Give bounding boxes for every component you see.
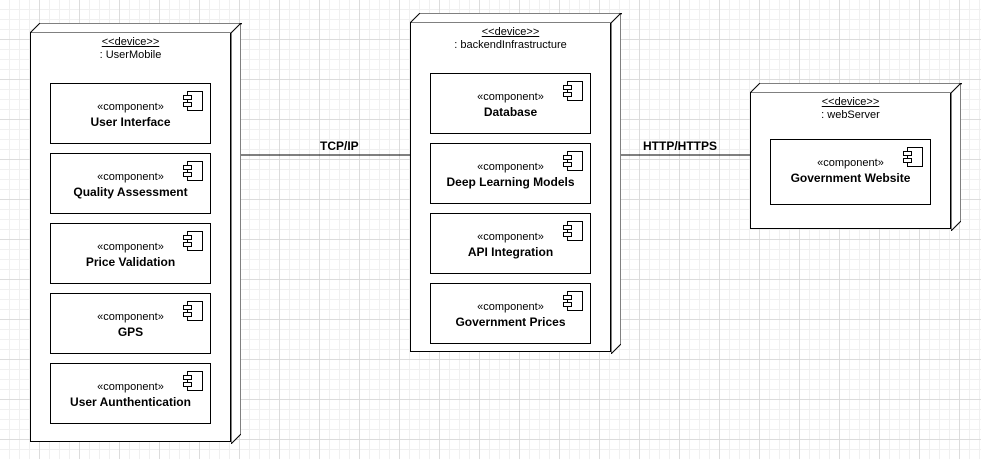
component-stereotype: «component»: [477, 91, 544, 103]
component-government-website[interactable]: «component» Government Website: [770, 139, 931, 205]
node-3d-side: [611, 13, 621, 354]
component-price-validation[interactable]: «component» Price Validation: [50, 223, 211, 284]
component-stereotype: «component»: [97, 171, 164, 183]
component-icon: [183, 161, 203, 181]
component-icon: [183, 231, 203, 251]
node-stereotype: <<device>>: [481, 26, 540, 38]
component-stereotype: «component»: [97, 101, 164, 113]
component-database[interactable]: «component» Database: [430, 73, 591, 134]
component-icon: [183, 301, 203, 321]
node-user-mobile[interactable]: <<device>> : UserMobile «component» User…: [30, 23, 242, 444]
node-3d-edge: [750, 83, 962, 93]
component-api-integration[interactable]: «component» API Integration: [430, 213, 591, 274]
node-header: <<device>> : backendInfrastructure: [411, 26, 610, 52]
http-https-label: HTTP/HTTPS: [643, 139, 717, 153]
node-backend-infrastructure[interactable]: <<device>> : backendInfrastructure «comp…: [410, 13, 622, 354]
component-stereotype: «component»: [97, 381, 164, 393]
component-name: Database: [483, 105, 538, 119]
component-quality-assessment[interactable]: «component» Quality Assessment: [50, 153, 211, 214]
component-icon: [183, 91, 203, 111]
node-stereotype: <<device>>: [101, 36, 160, 48]
component-name: Price Validation: [85, 255, 176, 269]
component-icon: [563, 81, 583, 101]
component-name: Government Prices: [455, 315, 566, 329]
component-name: Deep Learning Models: [446, 175, 575, 189]
node-header: <<device>> : webServer: [751, 96, 950, 122]
component-icon: [563, 221, 583, 241]
component-gps[interactable]: «component» GPS: [50, 293, 211, 354]
component-user-interface[interactable]: «component» User Interface: [50, 83, 211, 144]
tcp-ip-label: TCP/IP: [320, 139, 359, 153]
node-name: : backendInfrastructure: [454, 39, 567, 51]
node-name: : webServer: [821, 109, 880, 121]
node-3d-edge: [30, 23, 242, 33]
component-icon: [183, 371, 203, 391]
node-3d-edge: [410, 13, 622, 23]
node-3d-side: [951, 83, 961, 231]
component-name: GPS: [117, 325, 144, 339]
component-icon: [563, 151, 583, 171]
component-government-prices[interactable]: «component» Government Prices: [430, 283, 591, 344]
node-web-server[interactable]: <<device>> : webServer «component» Gover…: [750, 83, 962, 231]
node-stereotype: <<device>>: [821, 96, 880, 108]
component-stereotype: «component»: [97, 311, 164, 323]
component-icon: [903, 147, 923, 167]
component-deep-learning-models[interactable]: «component» Deep Learning Models: [430, 143, 591, 204]
component-stereotype: «component»: [817, 157, 884, 169]
component-stereotype: «component»: [477, 231, 544, 243]
component-stereotype: «component»: [477, 301, 544, 313]
component-name: User Aunthentication: [70, 395, 191, 409]
node-name: : UserMobile: [99, 49, 162, 61]
component-name: Government Website: [790, 171, 911, 185]
component-stereotype: «component»: [477, 161, 544, 173]
node-header: <<device>> : UserMobile: [31, 36, 230, 62]
component-name: API Integration: [467, 245, 554, 259]
component-name: Quality Assessment: [73, 185, 188, 199]
node-3d-side: [231, 23, 241, 444]
component-icon: [563, 291, 583, 311]
component-user-authentication[interactable]: «component» User Aunthentication: [50, 363, 211, 424]
component-name: User Interface: [90, 115, 171, 129]
component-stereotype: «component»: [97, 241, 164, 253]
